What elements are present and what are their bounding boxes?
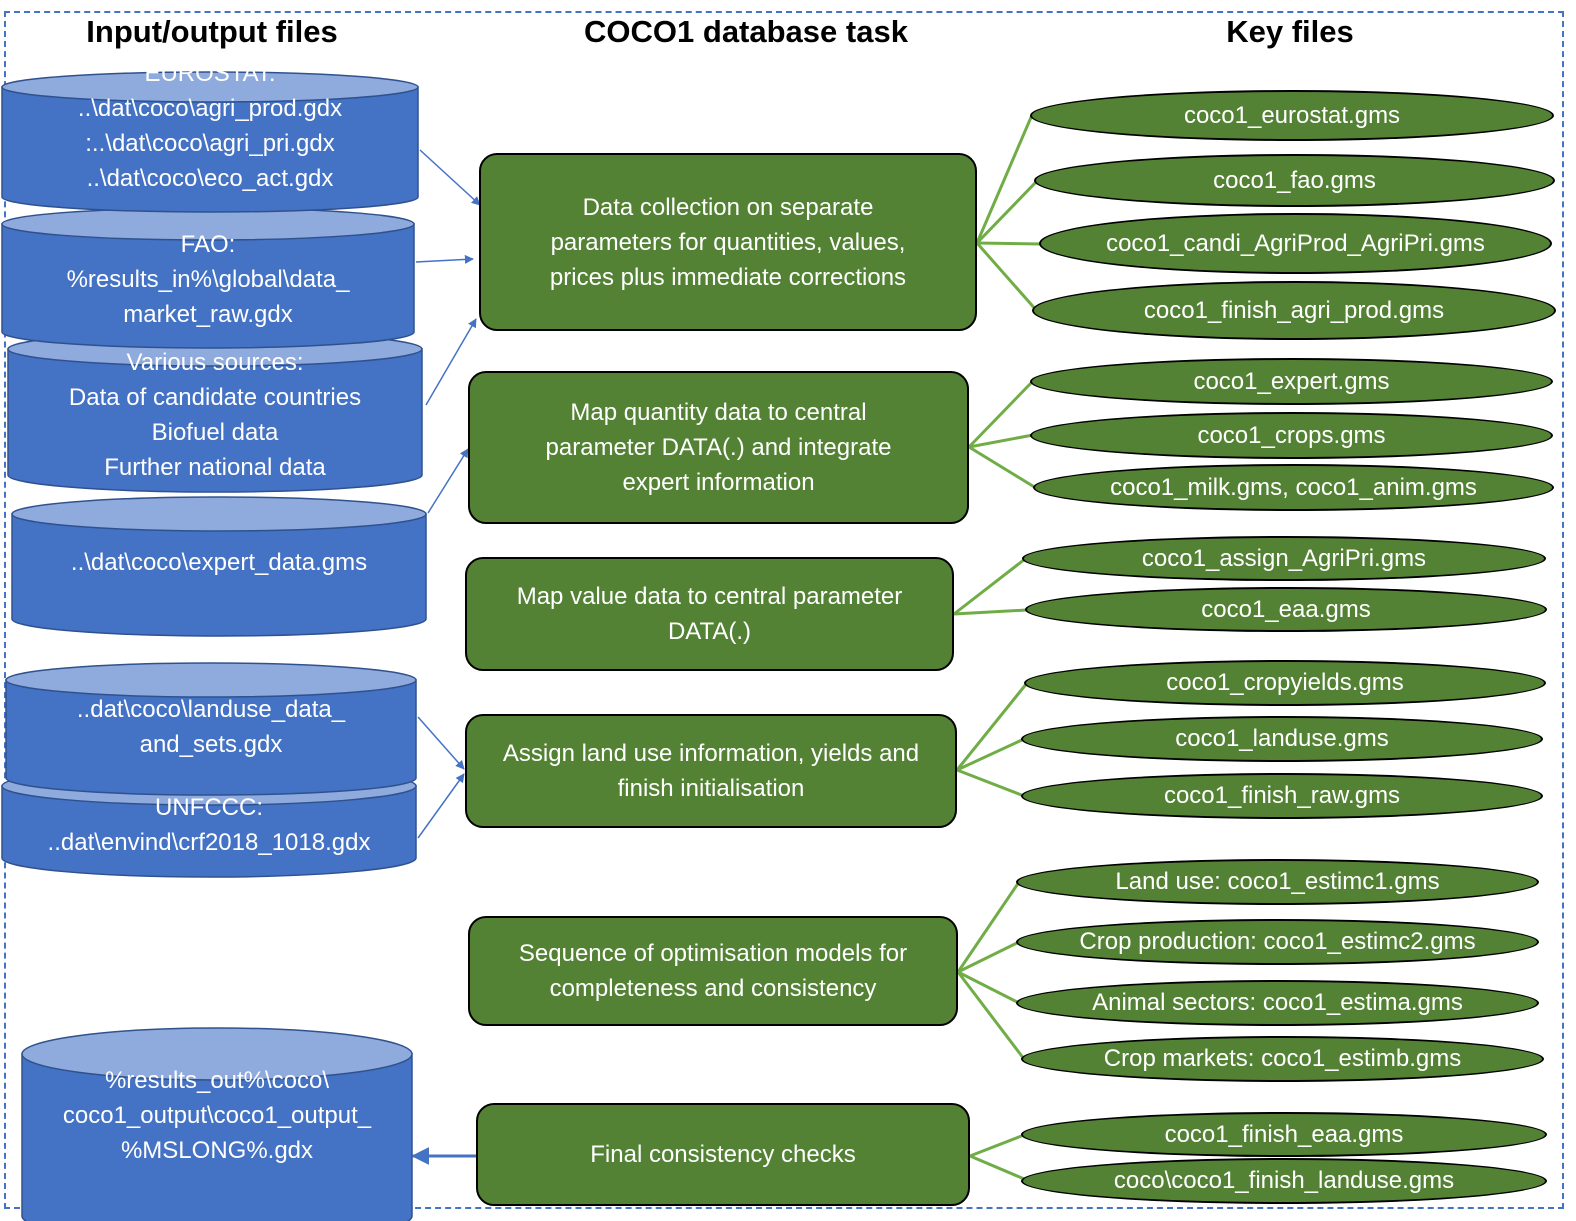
cylinder-landuse: [5, 662, 417, 796]
cylinder-body: [11, 513, 427, 637]
cylinder-body: [1, 785, 417, 878]
cylinder-eurostat-label: EUROSTAT: ..\dat\coco\agri_prod.gdx :..\…: [2, 56, 418, 196]
connector-task2-key3: [968, 445, 1037, 490]
cylinder-line: %results_out%\coco\: [104, 1067, 330, 1094]
cylinder-top: [11, 496, 427, 532]
cylinder-line: market_raw.gdx: [123, 301, 293, 328]
task-assign-land-use[interactable]: Assign land use information, yields and …: [465, 714, 957, 828]
key-file-coco1-finish-agri-prod[interactable]: coco1_finish_agri_prod.gms: [1032, 281, 1556, 340]
cylinder-line: %MSLONG%.gdx: [120, 1137, 314, 1164]
key-file-coco1-eaa[interactable]: coco1_eaa.gms: [1025, 587, 1547, 632]
cylinder-top: [21, 1027, 413, 1081]
task-map-quantity-data[interactable]: Map quantity data to central parameter D…: [468, 371, 969, 524]
cylinder-body: [1, 86, 419, 213]
task-data-collection[interactable]: Data collection on separate parameters f…: [479, 153, 977, 331]
cylinder-top: [1, 71, 419, 103]
key-file-animal-sectors-estima[interactable]: Animal sectors: coco1_estima.gms: [1016, 980, 1539, 1026]
cylinder-line: ..\dat\coco\expert_data.gms: [70, 549, 368, 576]
cylinder-line: %results_in%\global\data_: [66, 266, 350, 293]
cylinder-line: coco1_output\coco1_output_: [62, 1102, 372, 1129]
cylinder-expert-label: ..\dat\coco\expert_data.gms: [12, 545, 426, 580]
connector-task1-key4: [975, 242, 1039, 312]
key-file-crop-markets-estimb[interactable]: Crop markets: coco1_estimb.gms: [1021, 1036, 1544, 1082]
arrow-eurostat-to-collection: [419, 149, 481, 206]
cylinder-unfccc-label: UNFCCC: ..dat\envind\crf2018_1018.gdx: [2, 790, 416, 860]
cylinder-various-label: Various sources: Data of candidate count…: [8, 345, 422, 485]
heading-coco1-database-task: COCO1 database task: [584, 14, 908, 49]
key-file-coco1-finish-landuse[interactable]: coco\coco1_finish_landuse.gms: [1021, 1158, 1547, 1204]
arrow-fao-to-collection: [415, 254, 474, 264]
connector-task5-key2: [957, 940, 1020, 974]
connector-task3-key1: [953, 557, 1026, 616]
cylinder-line: Data of candidate countries: [68, 384, 362, 411]
key-file-coco1-crops[interactable]: coco1_crops.gms: [1030, 412, 1553, 459]
cylinder-line: UNFCCC:: [155, 794, 263, 821]
connector-task5-key4: [956, 971, 1026, 1060]
arrow-landuse-to-assign: [417, 716, 465, 770]
cylinder-fao-label: FAO: %results_in%\global\data_ market_ra…: [2, 227, 414, 332]
key-file-coco1-milk-anim[interactable]: coco1_milk.gms, coco1_anim.gms: [1033, 464, 1554, 511]
key-file-coco1-eurostat[interactable]: coco1_eurostat.gms: [1030, 90, 1554, 141]
diagram-frame: [4, 11, 1564, 1209]
connector-task2-key2: [968, 433, 1034, 449]
connector-task5-key1: [956, 881, 1021, 973]
cylinder-line: ..dat\envind\crf2018_1018.gdx: [47, 829, 371, 856]
task-final-consistency-checks[interactable]: Final consistency checks: [476, 1103, 970, 1206]
cylinder-body: [7, 348, 423, 493]
task-map-value-data[interactable]: Map value data to central parameter DATA…: [465, 557, 954, 671]
arrow-various-to-collection: [425, 318, 477, 406]
cylinder-body: [21, 1053, 413, 1221]
connector-task1-key2: [975, 179, 1039, 245]
connector-task3-key2: [953, 608, 1028, 616]
key-file-coco1-cropyields[interactable]: coco1_cropyields.gms: [1024, 660, 1546, 706]
cylinder-output: [21, 1027, 413, 1221]
connector-task1-key1: [975, 114, 1034, 244]
key-file-coco1-finish-eaa[interactable]: coco1_finish_eaa.gms: [1021, 1112, 1547, 1157]
cylinder-line: FAO:: [180, 231, 236, 258]
connector-task1-key3: [976, 241, 1043, 246]
arrow-expert-to-quantity: [427, 448, 469, 514]
key-file-coco1-candi-agriprod-agripri[interactable]: coco1_candi_AgriProd_AgriPri.gms: [1039, 213, 1552, 274]
cylinder-output-label: %results_out%\coco\ coco1_output\coco1_o…: [22, 1063, 412, 1168]
task-optimisation-sequence[interactable]: Sequence of optimisation models for comp…: [468, 916, 958, 1026]
key-file-coco1-expert[interactable]: coco1_expert.gms: [1030, 358, 1553, 405]
key-file-crop-production-estimc2[interactable]: Crop production: coco1_estimc2.gms: [1016, 919, 1539, 965]
cylinder-body: [5, 679, 417, 796]
cylinder-line: and_sets.gdx: [139, 731, 283, 758]
connector-task4-key1: [955, 682, 1029, 771]
cylinder-top: [5, 662, 417, 698]
connector-task5-key3: [957, 970, 1020, 1005]
key-file-coco1-fao[interactable]: coco1_fao.gms: [1034, 154, 1555, 207]
cylinder-line: ..\dat\coco\eco_act.gdx: [86, 165, 334, 192]
cylinder-line: EUROSTAT:: [144, 60, 276, 87]
key-file-coco1-finish-raw[interactable]: coco1_finish_raw.gms: [1021, 773, 1543, 819]
cylinder-body: [1, 223, 415, 349]
cylinder-line: Biofuel data: [151, 419, 279, 446]
cylinder-line: ..\dat\coco\agri_prod.gdx: [77, 95, 343, 122]
arrow-unfccc-to-assign: [417, 773, 465, 839]
cylinder-fao: [1, 207, 415, 349]
connector-task2-key1: [967, 379, 1035, 449]
cylinder-landuse-label: ..dat\coco\landuse_data_ and_sets.gdx: [6, 692, 416, 762]
connector-task4-key2: [956, 737, 1025, 772]
key-file-coco1-assign-agripri[interactable]: coco1_assign_AgriPri.gms: [1022, 536, 1546, 581]
cylinder-eurostat: [1, 71, 419, 213]
cylinder-line: Various sources:: [126, 349, 304, 376]
connector-task6-key1: [969, 1133, 1025, 1158]
cylinder-line: Further national data: [104, 454, 326, 481]
heading-key-files: Key files: [1226, 14, 1354, 49]
key-file-coco1-landuse[interactable]: coco1_landuse.gms: [1021, 716, 1543, 762]
cylinder-expert: [11, 496, 427, 637]
cylinder-line: ..dat\coco\landuse_data_: [76, 696, 346, 723]
heading-input-output-files: Input/output files: [86, 14, 338, 49]
cylinder-line: :..\dat\coco\agri_pri.gdx: [85, 130, 335, 157]
key-file-land-use-estimc1[interactable]: Land use: coco1_estimc1.gms: [1016, 859, 1539, 905]
connector-task4-key3: [956, 768, 1025, 798]
